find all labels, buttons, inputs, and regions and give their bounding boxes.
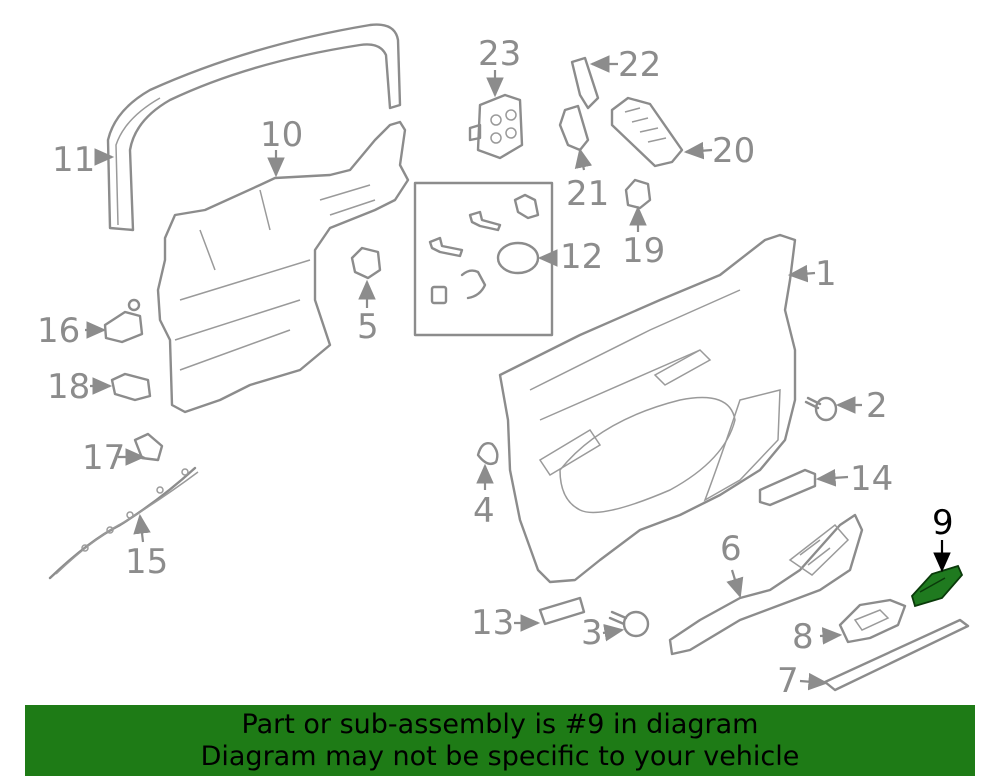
part-11-window-frame-trim (106, 23, 402, 232)
info-banner: Part or sub-assembly is #9 in diagram Di… (25, 705, 975, 776)
part-19-clip (624, 178, 652, 210)
callout-10: 10 (260, 115, 303, 155)
callout-9-highlighted: 9 (932, 503, 954, 543)
callout-8: 8 (792, 617, 814, 657)
part-4-grommet (476, 441, 499, 466)
callout-14: 14 (850, 459, 893, 499)
part-3-screw (608, 610, 650, 638)
callout-7: 7 (777, 661, 799, 701)
leader-lines (85, 55, 951, 691)
callout-1: 1 (815, 254, 837, 294)
callout-18: 18 (47, 367, 90, 407)
callout-4: 4 (473, 491, 495, 531)
callout-3: 3 (581, 613, 603, 653)
callout-20: 20 (712, 131, 755, 171)
part-20-window-switch (610, 96, 684, 168)
callout-16: 16 (37, 311, 80, 351)
part-9-highlighted (910, 564, 964, 608)
part-23-switch (468, 93, 524, 160)
callout-13: 13 (471, 603, 514, 643)
part-21-bezel (558, 104, 590, 152)
callout-labels: 23 22 21 20 19 10 11 12 5 16 18 17 15 1 … (37, 34, 954, 701)
part-10-door-carrier (156, 120, 410, 414)
callout-15: 15 (125, 542, 168, 582)
part-12-hardware-kit (413, 181, 554, 337)
part-15-wiring-harness (48, 466, 199, 580)
callout-21: 21 (566, 174, 609, 214)
part-6-armrest (668, 513, 864, 656)
part-2-bolt (804, 396, 838, 422)
banner-line-2: Diagram may not be specific to your vehi… (200, 741, 800, 772)
callout-6: 6 (720, 529, 742, 569)
part-16-sensor (103, 298, 144, 344)
callout-12: 12 (560, 237, 603, 277)
callout-19: 19 (622, 231, 665, 271)
part-8-door-handle (838, 598, 907, 644)
banner-line-1: Part or sub-assembly is #9 in diagram (241, 709, 759, 740)
part-18-module (110, 372, 152, 402)
part-7-trim-strip (823, 618, 970, 692)
part-22-cap (570, 56, 600, 110)
part-1-door-trim-panel (498, 233, 797, 584)
callout-5: 5 (357, 307, 379, 347)
callout-2: 2 (866, 386, 888, 426)
part-14-strip (758, 468, 817, 507)
callout-23: 23 (478, 34, 521, 74)
part-5-clip (350, 246, 382, 280)
callout-11: 11 (52, 140, 95, 180)
callout-17: 17 (82, 438, 125, 478)
part-13-clip-strip (538, 596, 586, 626)
callout-22: 22 (618, 45, 661, 85)
parts-diagram: 23 22 21 20 19 10 11 12 5 16 18 17 15 1 … (37, 23, 970, 701)
